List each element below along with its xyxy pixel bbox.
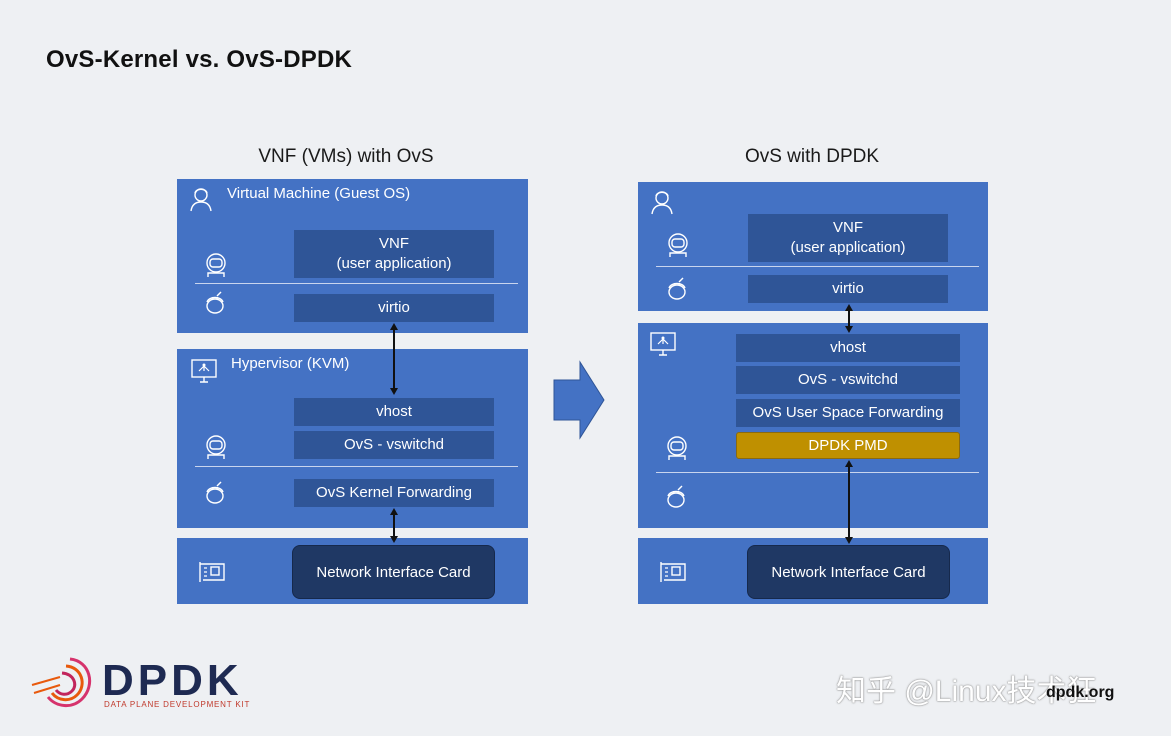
- site-link[interactable]: dpdk.org: [1046, 684, 1115, 701]
- left-vhost-box: vhost: [294, 398, 494, 426]
- left-vswitchd-box: OvS - vswitchd: [294, 431, 494, 459]
- dpdk-logo-tagline: DATA PLANE DEVELOPMENT KIT: [104, 700, 251, 709]
- nic-card-icon: [658, 556, 688, 586]
- vnf-line2: (user application): [790, 239, 906, 256]
- arrow-head: [845, 326, 853, 333]
- left-nic-box: Network Interface Card: [292, 545, 495, 599]
- watermark-text: 知乎 @Linux技术狂: [836, 675, 1097, 708]
- acorn-icon: [201, 478, 231, 508]
- slide-title: OvS-Kernel vs. OvS-DPDK: [46, 46, 353, 73]
- acorn-icon: [201, 288, 231, 318]
- left-heading: VNF (VMs) with OvS: [258, 146, 434, 167]
- astronaut-icon: [663, 230, 693, 260]
- right-vhost-box: vhost: [736, 334, 960, 362]
- nic-card-icon: [197, 556, 227, 586]
- connector-line: [848, 465, 850, 537]
- astronaut-icon: [662, 433, 692, 463]
- right-host-divider: [656, 472, 979, 473]
- astronaut-icon: [201, 250, 231, 280]
- monitor-network-icon: [648, 329, 678, 359]
- arrow-head: [390, 536, 398, 543]
- connector-line: [393, 513, 395, 537]
- connector-line: [848, 309, 850, 327]
- left-vnf-box: VNF (user application): [294, 230, 494, 278]
- arrow-head: [845, 304, 853, 311]
- acorn-icon: [663, 274, 693, 304]
- hypervisor-label: Hypervisor (KVM): [231, 355, 350, 372]
- arrow-head: [845, 460, 853, 467]
- right-heading: OvS with DPDK: [744, 146, 880, 167]
- astronaut-icon: [201, 432, 231, 462]
- dpdk-pmd-box: DPDK PMD: [736, 432, 960, 459]
- right-userspace-fwd-box: OvS User Space Forwarding: [736, 399, 960, 427]
- user-icon: [186, 184, 216, 214]
- connector-line: [393, 328, 395, 388]
- acorn-icon: [662, 482, 692, 512]
- left-virtio-box: virtio: [294, 294, 494, 322]
- arrow-head: [845, 537, 853, 544]
- right-vnf-box: VNF (user application): [748, 214, 948, 262]
- left-kernel-fwd-box: OvS Kernel Forwarding: [294, 479, 494, 507]
- right-vm-divider: [656, 266, 979, 267]
- vm-label: Virtual Machine (Guest OS): [227, 185, 411, 202]
- dpdk-logo-mark: [30, 655, 100, 710]
- user-icon: [647, 187, 677, 217]
- transition-arrow: [552, 360, 606, 440]
- vnf-line2: (user application): [336, 255, 452, 272]
- left-hyp-divider: [195, 466, 518, 467]
- arrow-head: [390, 323, 398, 330]
- monitor-network-icon: [189, 356, 219, 386]
- vnf-line1: VNF: [833, 219, 863, 236]
- arrow-head: [390, 508, 398, 515]
- right-nic-box: Network Interface Card: [747, 545, 950, 599]
- vnf-line1: VNF: [379, 235, 409, 252]
- left-vm-divider: [195, 283, 518, 284]
- arrow-head: [390, 388, 398, 395]
- dpdk-logo-text: DPDK: [102, 656, 243, 705]
- right-vswitchd-box: OvS - vswitchd: [736, 366, 960, 394]
- right-virtio-box: virtio: [748, 275, 948, 303]
